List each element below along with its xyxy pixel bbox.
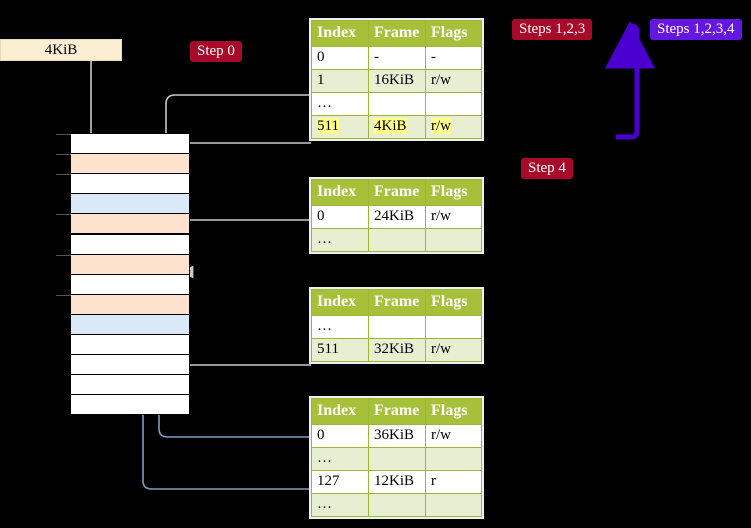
table-cell bbox=[368, 228, 426, 252]
memory-frame-row bbox=[56, 293, 190, 315]
memory-frame-row bbox=[56, 153, 190, 175]
table-cell: … bbox=[311, 493, 369, 517]
table-cell bbox=[425, 315, 482, 339]
link-t4-127-to-mem bbox=[131, 206, 311, 490]
table-cell: r/w bbox=[425, 69, 482, 93]
table-cell: … bbox=[311, 447, 369, 471]
table-cell bbox=[368, 447, 426, 471]
memory-frame-row bbox=[70, 334, 190, 356]
table-cell: 1 bbox=[311, 69, 369, 93]
badge-steps-1-2-3-4: Steps 1,2,3,4 bbox=[650, 19, 742, 40]
memory-frame-row bbox=[70, 193, 190, 215]
table-cell bbox=[368, 493, 426, 517]
table-cell: 12KiB bbox=[368, 470, 426, 494]
memory-row-tick bbox=[56, 154, 71, 156]
table-header-index: Index bbox=[311, 398, 369, 425]
table-cell: 4KiB bbox=[368, 115, 426, 139]
table-row: … bbox=[311, 493, 482, 517]
highlighted-value: r/w bbox=[431, 118, 451, 134]
memory-frame-row bbox=[56, 213, 190, 235]
link-t2-0-to-mem bbox=[181, 219, 311, 279]
memory-frame-row bbox=[56, 173, 190, 195]
table-header-flags: Flags bbox=[425, 20, 482, 47]
table-header-frame: Frame bbox=[368, 20, 426, 47]
memory-frame-row bbox=[70, 354, 190, 376]
memory-row-tick bbox=[56, 174, 71, 176]
table-row: 0-- bbox=[311, 46, 482, 70]
table-row: … bbox=[311, 92, 482, 116]
badge-step-4: Step 4 bbox=[521, 158, 573, 179]
table-header-flags: Flags bbox=[425, 289, 482, 316]
memory-size-label: 4KiB bbox=[0, 39, 122, 61]
memory-row-tick bbox=[56, 134, 71, 135]
table-row: … bbox=[311, 315, 482, 339]
memory-frame-row bbox=[70, 374, 190, 396]
table-cell bbox=[425, 493, 482, 517]
purple-steps-arrow bbox=[605, 21, 655, 140]
table-cell: 32KiB bbox=[368, 338, 426, 362]
table-cell: - bbox=[368, 46, 426, 70]
memory-row-tick bbox=[56, 254, 71, 256]
table-cell: r/w bbox=[425, 424, 482, 448]
memory-frame-row bbox=[70, 394, 190, 416]
table-cell: 36KiB bbox=[368, 424, 426, 448]
table-cell: 511 bbox=[311, 115, 369, 139]
table-cell: 24KiB bbox=[368, 205, 426, 229]
table-header-index: Index bbox=[311, 20, 369, 47]
table-cell: … bbox=[311, 92, 369, 116]
link-t3-511-to-mem bbox=[170, 311, 311, 366]
highlighted-value: 4KiB bbox=[374, 118, 407, 134]
table-header-flags: Flags bbox=[425, 398, 482, 425]
table-cell: r/w bbox=[425, 205, 482, 229]
table-cell: 511 bbox=[311, 338, 369, 362]
memory-row-tick bbox=[56, 214, 71, 216]
table-cell bbox=[425, 228, 482, 252]
table-cell: 127 bbox=[311, 470, 369, 494]
table-header-frame: Frame bbox=[368, 179, 426, 206]
table-cell: 0 bbox=[311, 424, 369, 448]
link-t4-0-to-mem bbox=[147, 327, 311, 438]
highlighted-value: 511 bbox=[317, 118, 339, 134]
table-cell: - bbox=[425, 46, 482, 70]
badge-step-0: Step 0 bbox=[190, 41, 242, 62]
link-t1-1-to-mem bbox=[165, 94, 311, 239]
table-header-index: Index bbox=[311, 179, 369, 206]
memory-row-tick bbox=[56, 294, 71, 296]
memory-frame-row bbox=[56, 253, 190, 275]
table-cell: … bbox=[311, 315, 369, 339]
memory-frame-row bbox=[70, 313, 190, 335]
badge-steps-1-2-3: Steps 1,2,3 bbox=[512, 19, 593, 40]
physical-memory-column bbox=[56, 133, 190, 416]
table-header-frame: Frame bbox=[368, 289, 426, 316]
table-header-flags: Flags bbox=[425, 179, 482, 206]
table-header-frame: Frame bbox=[368, 398, 426, 425]
table-row: 511 4KiB r/w bbox=[311, 115, 482, 139]
table-cell: r bbox=[425, 470, 482, 494]
table-cell: 0 bbox=[311, 205, 369, 229]
memory-frame-row bbox=[70, 233, 190, 255]
table-cell: r/w bbox=[425, 338, 482, 362]
table-cell: r/w bbox=[425, 115, 482, 139]
table-row: … bbox=[311, 447, 482, 471]
table-cell: 0 bbox=[311, 46, 369, 70]
table-cell bbox=[425, 447, 482, 471]
memory-frame-row bbox=[56, 133, 190, 155]
table-cell: 16KiB bbox=[368, 69, 426, 93]
table-cell: … bbox=[311, 228, 369, 252]
table-header-index: Index bbox=[311, 289, 369, 316]
table-cell bbox=[425, 92, 482, 116]
table-row: … bbox=[311, 228, 482, 252]
table-cell bbox=[368, 92, 426, 116]
memory-frame-row bbox=[70, 273, 190, 295]
table-cell bbox=[368, 315, 426, 339]
